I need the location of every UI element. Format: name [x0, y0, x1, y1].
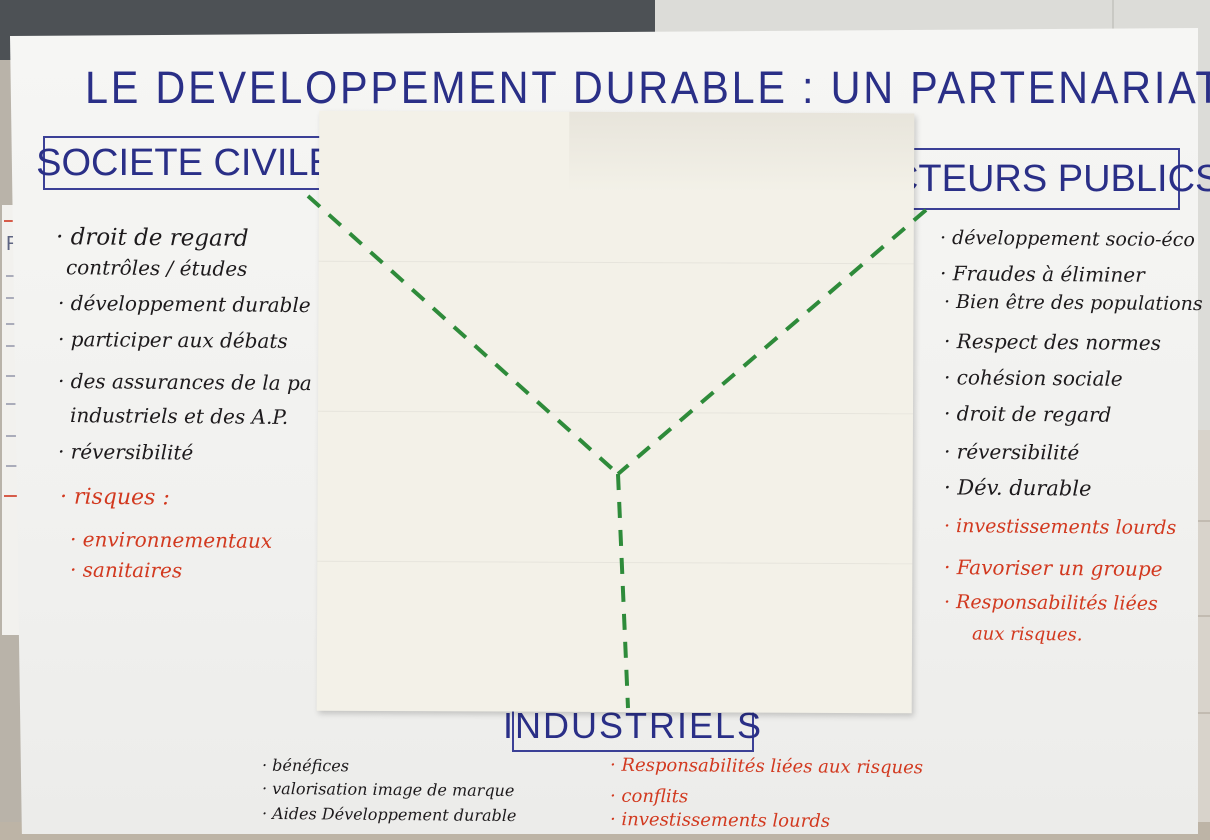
acteurs-publics-item: · droit de regard — [943, 401, 1112, 427]
societe-civile-item: contrôles / études — [65, 255, 248, 281]
societe-civile-heading: SOCIETE CIVILE — [36, 136, 334, 190]
societe-civile-item: · des assurances de la pa — [57, 368, 312, 396]
industriels-red-item: · investissements lourds — [609, 809, 831, 832]
industriels-red-item: · conflits — [609, 785, 689, 808]
paper-shadow — [568, 111, 915, 194]
societe-civile-item: · droit de regard — [55, 224, 249, 252]
acteurs-publics-item: · réversibilité — [943, 439, 1080, 465]
paper-fold — [317, 560, 913, 565]
paper-fold — [318, 260, 914, 265]
societe-civile-item: · participer aux débats — [57, 326, 288, 354]
paper-fold — [317, 410, 913, 415]
acteurs-publics-item: · développement socio-éco — [939, 226, 1195, 252]
acteurs-publics-item: · cohésion sociale — [943, 365, 1123, 391]
societe-civile-red-item: · risques : — [59, 484, 170, 511]
poster-title: LE DEVELOPPEMENT DURABLE : UN PARTENARIA… — [85, 62, 1210, 113]
acteurs-publics-item: · Respect des normes — [943, 329, 1162, 355]
industriels-item: · Aides Développement durable — [261, 803, 517, 826]
blank-paper-overlay — [316, 110, 915, 714]
societe-civile-item: industriels et des A.P. — [69, 403, 289, 429]
industriels-item: · valorisation image de marque — [261, 778, 515, 801]
acteurs-publics-red-item: · investissements lourds — [943, 514, 1177, 540]
acteurs-publics-heading: ACTEURS PUBLICS — [866, 148, 1210, 210]
industriels-item: · bénéfices — [261, 755, 350, 776]
acteurs-publics-red-item: aux risques. — [971, 623, 1083, 646]
acteurs-publics-red-item: · Responsabilités liées — [943, 591, 1158, 615]
societe-civile-item: · développement durable — [57, 290, 311, 318]
societe-civile-red-item: · sanitaires — [69, 557, 183, 583]
acteurs-publics-red-item: · Favoriser un groupe — [943, 555, 1163, 581]
acteurs-publics-item: · Dév. durable — [943, 475, 1092, 501]
acteurs-publics-item: · Bien être des populations — [943, 290, 1203, 316]
acteurs-publics-item: · Fraudes à éliminer — [939, 261, 1145, 287]
societe-civile-item: · réversibilité — [57, 439, 194, 465]
industriels-red-item: · Responsabilités liées aux risques — [609, 754, 924, 779]
societe-civile-red-item: · environnementaux — [69, 527, 273, 553]
